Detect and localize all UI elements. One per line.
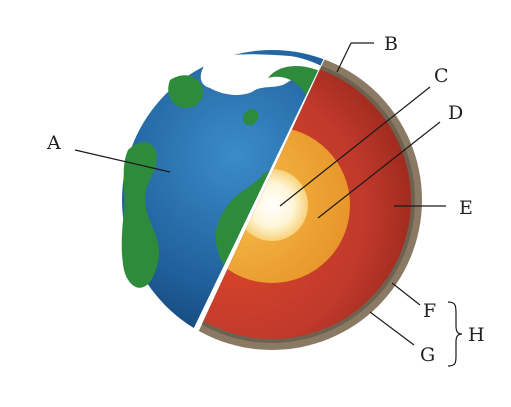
label-f: F: [423, 300, 436, 322]
americas-land: [121, 141, 159, 288]
arctic-ice: [200, 54, 330, 95]
brace-h: [447, 301, 463, 367]
leader-line-f: [391, 282, 421, 306]
leader-line-d: [317, 121, 441, 219]
label-b: B: [384, 33, 398, 55]
british-isles: [242, 109, 259, 126]
leader-line-g: [369, 311, 415, 346]
leader-line-c: [279, 86, 431, 207]
leader-line-a: [74, 149, 171, 173]
greenland: [168, 75, 204, 108]
label-c: C: [434, 65, 449, 87]
label-d: D: [448, 102, 463, 124]
label-g: G: [420, 344, 435, 366]
label-e: E: [459, 197, 473, 219]
label-h: H: [468, 324, 485, 346]
leader-line-b-diag: [336, 42, 352, 73]
label-a: A: [46, 132, 61, 154]
